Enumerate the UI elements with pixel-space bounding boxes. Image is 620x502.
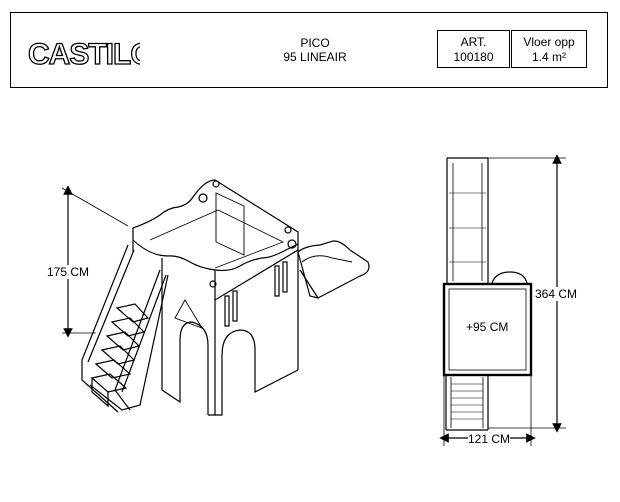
top-view-plan	[439, 154, 566, 446]
castilo-logo: CASTILO	[28, 37, 140, 69]
floor-area-label: Vloer opp	[523, 35, 575, 49]
article-number: 100180	[453, 50, 494, 64]
slide	[297, 240, 370, 299]
title-block-frame	[10, 12, 608, 88]
length-label: 364 CM	[535, 287, 578, 301]
product-title: PICO 95 LINEAIR	[250, 36, 380, 64]
stairs-plan	[445, 375, 489, 431]
product-name: PICO	[300, 36, 330, 50]
roof-walls	[132, 179, 299, 272]
isometric-playtower	[61, 179, 370, 416]
floor-area-value: 1.4 m²	[531, 50, 566, 64]
product-variant: 95 LINEAIR	[283, 50, 347, 64]
top-front-edge	[214, 244, 299, 302]
tower-arch-side	[161, 258, 209, 415]
article-label: ART.	[460, 35, 487, 49]
article-box: ART. 100180	[437, 30, 510, 68]
width-label: 121 CM	[468, 432, 511, 446]
tower-arch-front	[215, 329, 299, 416]
floor-area-box: Vloer opp 1.4 m²	[511, 30, 587, 68]
svg-text:CASTILO: CASTILO	[28, 38, 140, 69]
platform-height-label: +95 CM	[466, 320, 509, 334]
height-extension-line	[61, 187, 129, 227]
stair-left-rail	[81, 244, 129, 413]
height-label: 175 CM	[47, 265, 90, 279]
slide-plan	[446, 157, 489, 284]
